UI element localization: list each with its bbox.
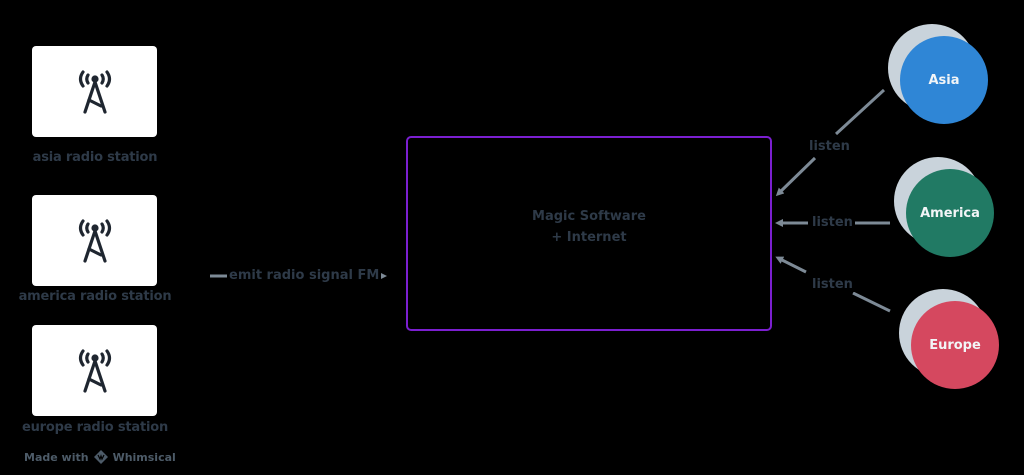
whimsical-logo-icon [93, 450, 108, 464]
edge-label-listen-europe: listen [810, 277, 855, 292]
region-node-america[interactable]: America [894, 157, 994, 257]
station-label-asia: asia radio station [32, 150, 158, 165]
region-node-asia[interactable]: Asia [888, 24, 988, 124]
region-circle-america: America [906, 169, 994, 257]
region-label-asia: Asia [928, 72, 960, 88]
made-with-text: Made with [24, 450, 89, 464]
edge-label-listen-america: listen [810, 215, 855, 230]
radio-tower-icon [78, 69, 111, 114]
center-line-1: Magic Software [532, 208, 646, 224]
station-card-america[interactable] [32, 195, 157, 286]
radio-tower-icon [78, 218, 111, 263]
center-node-text: Magic Software + Internet [532, 206, 646, 248]
region-circle-europe: Europe [911, 301, 999, 389]
station-label-america: america radio station [18, 289, 172, 304]
station-label-europe: europe radio station [21, 420, 169, 435]
center-line-2: + Internet [551, 229, 627, 245]
magic-software-node[interactable]: Magic Software + Internet [406, 136, 772, 331]
edge-label-listen-asia: listen [807, 139, 852, 154]
region-label-europe: Europe [929, 337, 981, 353]
station-card-europe[interactable] [32, 325, 157, 416]
station-card-asia[interactable] [32, 46, 157, 137]
whimsical-brand-text: Whimsical [112, 450, 176, 464]
region-label-america: America [920, 205, 980, 221]
made-with-whimsical-badge[interactable]: Made with Whimsical [24, 449, 176, 465]
edge-label-emit: emit radio signal FM [227, 268, 382, 283]
region-circle-asia: Asia [900, 36, 988, 124]
radio-tower-icon [78, 348, 111, 393]
region-node-europe[interactable]: Europe [899, 289, 999, 389]
